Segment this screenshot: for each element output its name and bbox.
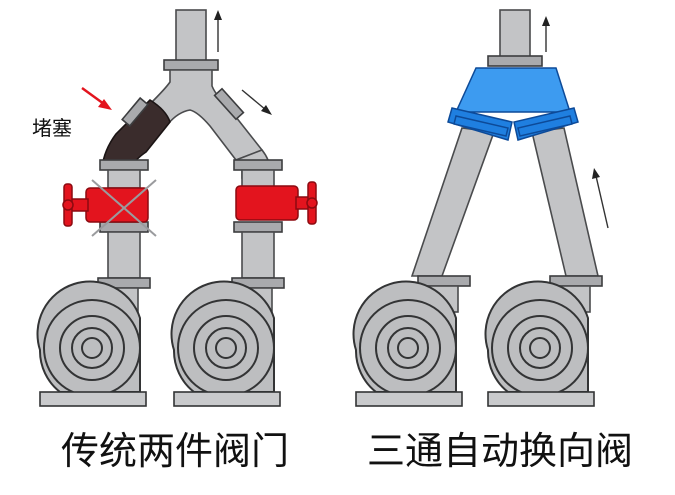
pump-4-ring-3 bbox=[529, 337, 551, 359]
left-pump-2 bbox=[170, 280, 281, 407]
left-col-flange-1 bbox=[99, 159, 149, 171]
pump-3-ring-2 bbox=[387, 327, 429, 369]
right-outlet-flange bbox=[487, 55, 543, 67]
left-col-pipe-1 bbox=[107, 169, 141, 189]
red-arrow-icon bbox=[81, 87, 112, 110]
left-valve-x-line-2 bbox=[91, 179, 157, 237]
pump-3-base bbox=[355, 391, 463, 407]
plug-label: 堵塞 bbox=[32, 116, 72, 140]
right-right-leg bbox=[531, 127, 600, 277]
right-col-flange-2 bbox=[233, 221, 283, 233]
caption-auto-valve: 三通自动换向阀 bbox=[366, 429, 633, 473]
flow-arrow-icon bbox=[542, 16, 550, 52]
pump-2-ring-3 bbox=[215, 337, 237, 359]
flow-arrow-icon bbox=[241, 89, 272, 115]
caption-traditional-valves: 传统两件阀门 bbox=[60, 429, 289, 473]
pump-4-base bbox=[487, 391, 595, 407]
right-valve-hub bbox=[306, 197, 318, 209]
pump-1-ring-2 bbox=[71, 327, 113, 369]
right-pump-1 bbox=[352, 280, 463, 407]
right-pump-2 bbox=[484, 280, 595, 407]
left-outlet-flange bbox=[163, 59, 219, 71]
pump-3-ring-1 bbox=[375, 315, 441, 381]
pump-4-ring-2 bbox=[519, 327, 561, 369]
right-branch-flange bbox=[213, 87, 245, 121]
left-outlet-pipe bbox=[175, 9, 207, 63]
pump-2-volute bbox=[177, 299, 275, 397]
left-pump-1 bbox=[36, 280, 147, 407]
left-valve-hub bbox=[62, 199, 74, 211]
flow-arrow-icon bbox=[592, 168, 609, 229]
plug-flange bbox=[121, 96, 149, 128]
pump-2-ring-2 bbox=[205, 327, 247, 369]
pump-2-ring-1 bbox=[193, 315, 259, 381]
valve-right-lip bbox=[517, 115, 573, 137]
traditional-assembly bbox=[36, 9, 318, 407]
right-col-pipe-2 bbox=[241, 231, 275, 279]
flow-arrow-icon bbox=[214, 10, 222, 52]
pump-3-volute bbox=[359, 299, 457, 397]
pump-1-volute bbox=[43, 299, 141, 397]
pump-1-ring-1 bbox=[59, 315, 125, 381]
pump-4-volute bbox=[491, 299, 589, 397]
pump-1-base bbox=[39, 391, 147, 407]
right-valve-body bbox=[235, 185, 299, 221]
pump-4-ring-1 bbox=[507, 315, 573, 381]
pump-3-ring-3 bbox=[397, 337, 419, 359]
right-col-flange-1 bbox=[233, 159, 283, 171]
valve-top-body bbox=[454, 67, 572, 113]
left-valve-body bbox=[85, 187, 149, 223]
three-way-valve bbox=[447, 67, 579, 141]
pump-1-ring-3 bbox=[81, 337, 103, 359]
right-left-leg bbox=[410, 127, 496, 277]
pump-2-base bbox=[173, 391, 281, 407]
valve-left-lip bbox=[453, 115, 509, 137]
left-red-valve bbox=[62, 179, 157, 237]
auto-valve-assembly bbox=[352, 9, 609, 407]
right-outlet-pipe bbox=[499, 9, 531, 59]
right-red-valve bbox=[235, 181, 318, 225]
left-col-pipe-2 bbox=[107, 231, 141, 279]
